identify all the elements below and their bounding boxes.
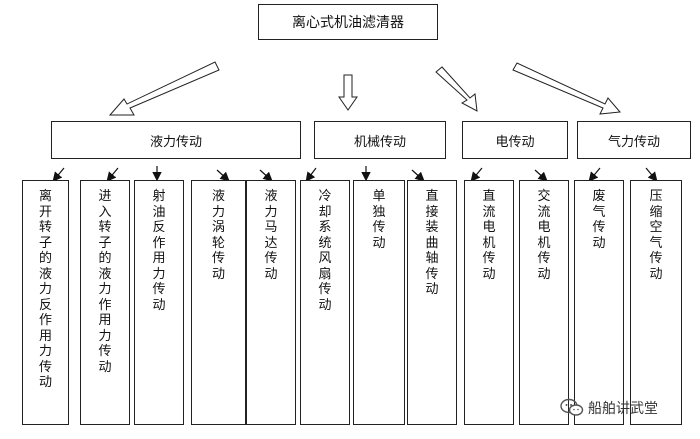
small-arrow (645, 167, 658, 182)
leaf-label: 直流电机传动 (482, 189, 496, 282)
leaf-label: 冷却系统风扇传动 (318, 189, 332, 313)
small-arrow (411, 169, 425, 182)
small-arrow (534, 169, 548, 182)
small-arrow (52, 167, 65, 182)
leaf-box: 冷却系统风扇传动 (300, 180, 350, 425)
leaf-label: 射油反作用力传动 (152, 189, 166, 313)
leaf-label: 压缩空气传动 (649, 189, 663, 282)
leaf-label: 液力马达传动 (264, 189, 278, 282)
small-arrow (470, 167, 483, 182)
title-label: 离心式机油滤清器 (292, 15, 404, 31)
category-pneumatic: 气力传动 (577, 121, 691, 159)
leaf-box: 压缩空气传动 (630, 180, 682, 425)
leaf-box: 直流电机传动 (464, 180, 514, 425)
category-label: 机械传动 (353, 134, 406, 150)
category-label: 液力传动 (149, 134, 202, 150)
hollow-arrow-electric (435, 66, 478, 112)
small-arrow (216, 169, 230, 182)
leaf-box: 单独传动 (353, 180, 405, 425)
leaf-box: 直接装曲轴传动 (407, 180, 457, 425)
hollow-arrow-pneumatic (512, 62, 622, 115)
small-arrow (305, 167, 317, 182)
leaf-box: 交流电机传动 (519, 180, 569, 425)
leaf-box: 射油反作用力传动 (134, 180, 184, 425)
small-arrow (588, 167, 601, 182)
leaf-label: 离开转子的液力反作用力传动 (38, 189, 52, 390)
leaf-label: 液力涡轮传动 (211, 189, 225, 282)
leaf-label: 交流电机传动 (537, 189, 551, 282)
small-arrow (106, 167, 119, 182)
hollow-arrow-hydraulic (108, 61, 220, 116)
leaf-box: 废气传动 (574, 180, 624, 425)
leaf-label: 单独传动 (372, 189, 386, 251)
category-mechanical: 机械传动 (314, 121, 446, 159)
hollow-arrow-mechanical (338, 74, 358, 111)
title-box: 离心式机油滤清器 (258, 4, 438, 40)
category-label: 气力传动 (607, 134, 660, 150)
leaf-box: 离开转子的液力反作用力传动 (22, 180, 69, 425)
watermark: 船舶讲武堂 (560, 395, 690, 421)
leaf-label: 废气传动 (592, 189, 606, 251)
leaf-box: 液力马达传动 (246, 180, 296, 425)
leaf-label: 直接装曲轴传动 (425, 189, 439, 297)
category-electric: 电传动 (462, 121, 568, 159)
watermark-text: 船舶讲武堂 (588, 401, 658, 417)
leaf-box: 进入转子的液力作用力传动 (80, 180, 130, 425)
leaf-box: 液力涡轮传动 (191, 180, 246, 425)
category-label: 电传动 (495, 134, 535, 150)
small-arrow (259, 169, 273, 182)
category-hydraulic: 液力传动 (51, 121, 301, 159)
leaf-label: 进入转子的液力作用力传动 (98, 189, 112, 375)
chat-bubble-icon (560, 398, 584, 416)
